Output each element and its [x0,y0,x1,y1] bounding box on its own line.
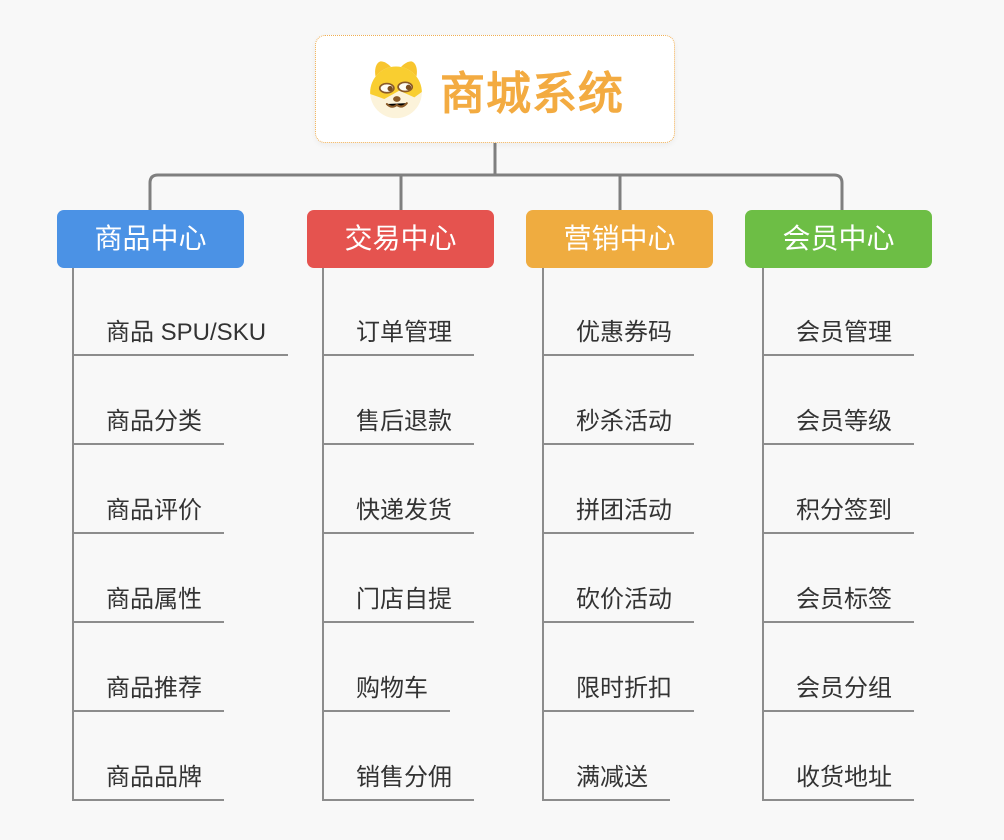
leaf-node[interactable]: 订单管理 [322,316,474,356]
branch-node-product-center[interactable]: 商品中心 [57,210,244,268]
leaf-node[interactable]: 会员管理 [762,316,914,356]
leaf-node[interactable]: 商品 SPU/SKU [72,316,289,356]
leaf-node[interactable]: 满减送 [542,761,670,801]
leaf-node[interactable]: 限时折扣 [542,672,694,712]
leaf-node[interactable]: 门店自提 [322,583,474,623]
leaf-node[interactable]: 积分签到 [762,494,914,534]
leaf-node[interactable]: 收货地址 [762,761,914,801]
dog-face-icon [366,59,426,119]
leaf-node[interactable]: 购物车 [322,672,450,712]
leaf-node[interactable]: 商品分类 [72,405,224,445]
leaf-node[interactable]: 会员标签 [762,583,914,623]
leaf-node[interactable]: 优惠券码 [542,316,694,356]
leaf-node[interactable]: 快递发货 [322,494,474,534]
branch-trunk-line [762,268,764,801]
leaf-node[interactable]: 拼团活动 [542,494,694,534]
leaf-node[interactable]: 销售分佣 [322,761,474,801]
leaf-node[interactable]: 售后退款 [322,405,474,445]
branch-trunk-line [72,268,74,801]
leaf-node[interactable]: 商品品牌 [72,761,224,801]
leaf-node[interactable]: 砍价活动 [542,583,694,623]
branch-node-trade-center[interactable]: 交易中心 [307,210,494,268]
leaf-node[interactable]: 商品属性 [72,583,224,623]
leaf-node[interactable]: 商品推荐 [72,672,224,712]
leaf-node[interactable]: 秒杀活动 [542,405,694,445]
branch-node-member-center[interactable]: 会员中心 [745,210,932,268]
branch-trunk-line [542,268,544,801]
branch-node-marketing-center[interactable]: 营销中心 [526,210,713,268]
leaf-node[interactable]: 会员分组 [762,672,914,712]
leaf-node[interactable]: 会员等级 [762,405,914,445]
root-node[interactable]: 商城系统 [315,35,675,143]
root-title: 商城系统 [439,67,624,119]
branch-trunk-line [322,268,324,801]
leaf-node[interactable]: 商品评价 [72,494,224,534]
